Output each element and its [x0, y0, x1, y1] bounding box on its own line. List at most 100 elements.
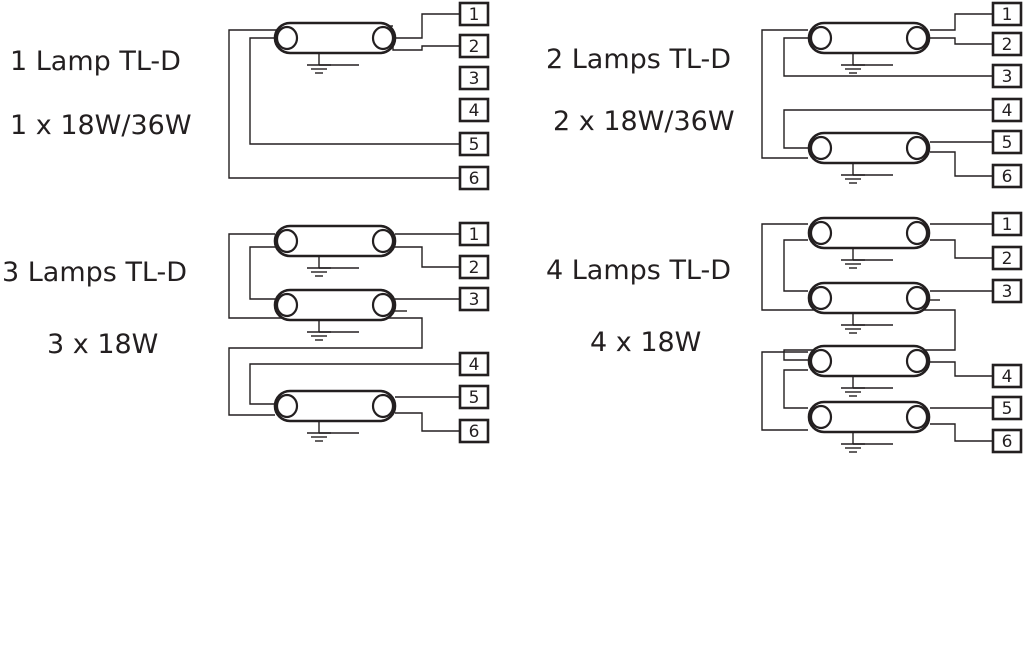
lamp-tube [807, 216, 931, 250]
lamp-end-cap [905, 348, 929, 374]
terminal-number: 6 [1002, 432, 1013, 452]
terminal-number: 6 [469, 422, 480, 442]
two-lamps-title: 2 Lamps TL-D [546, 44, 732, 75]
terminal-3 [458, 286, 490, 312]
lamp-end-cap [809, 285, 833, 311]
wire [930, 151, 993, 177]
lamp-end-cap [275, 228, 299, 254]
lamp-end-cap [905, 135, 929, 161]
lamp-end-cap [275, 393, 299, 419]
wire [930, 37, 993, 45]
lamp-end-cap [905, 25, 929, 51]
terminal-number: 4 [1002, 101, 1013, 121]
lamp-tube [807, 344, 931, 378]
terminal-4 [991, 97, 1023, 123]
lamp-end-cap [275, 292, 299, 318]
wire [761, 223, 956, 361]
terminal-2 [458, 254, 490, 280]
terminal-1 [991, 1, 1023, 27]
lamp-tube [807, 400, 931, 434]
terminal-number: 2 [469, 37, 480, 57]
lamp-end-cap [371, 228, 395, 254]
two-lamps-rating: 2 x 18W/36W [553, 106, 735, 137]
lamp-end-cap [809, 220, 833, 246]
terminal-number: 3 [1002, 282, 1013, 302]
terminal-number: 3 [469, 290, 480, 310]
wire [395, 246, 460, 268]
lamp-end-cap [809, 25, 833, 51]
terminal-6 [458, 418, 490, 444]
terminal-number: 5 [1002, 133, 1013, 153]
lamp-tube [273, 21, 397, 55]
wire [783, 369, 808, 409]
terminal-2 [991, 31, 1023, 57]
terminal-number: 2 [469, 258, 480, 278]
three-lamps-title: 3 Lamps TL-D [2, 257, 188, 288]
wire [249, 363, 460, 405]
terminal-5 [458, 131, 490, 157]
lamp-end-cap [809, 348, 833, 374]
terminal-5 [991, 395, 1023, 421]
terminal-number: 1 [1002, 215, 1013, 235]
lamp-end-cap [809, 135, 833, 161]
terminal-3 [991, 278, 1023, 304]
terminal-3 [458, 65, 490, 91]
terminal-4 [458, 351, 490, 377]
terminal-number: 5 [469, 135, 480, 155]
terminal-number: 5 [1002, 399, 1013, 419]
wire [761, 351, 808, 431]
terminal-2 [991, 245, 1023, 271]
four-lamps-rating: 4 x 18W [590, 327, 702, 358]
wire [228, 29, 460, 179]
terminal-5 [458, 384, 490, 410]
terminal-number: 3 [1002, 67, 1013, 87]
terminal-number: 4 [1002, 367, 1013, 387]
three-lamps-rating: 3 x 18W [47, 329, 159, 360]
lamp-end-cap [275, 25, 299, 51]
lamp-end-cap [371, 393, 395, 419]
lamp-end-cap [905, 220, 929, 246]
terminal-1 [991, 211, 1023, 237]
one-lamp-title: 1 Lamp TL-D [10, 46, 181, 77]
lamp-tube [807, 21, 931, 55]
wire [783, 239, 808, 292]
terminal-number: 4 [469, 355, 480, 375]
lamp-tube [273, 389, 397, 423]
wire [783, 109, 993, 149]
wire [392, 38, 460, 51]
wire [930, 361, 993, 377]
wire [228, 233, 423, 416]
wire [395, 412, 460, 432]
terminal-number: 5 [469, 388, 480, 408]
lamp-tube [273, 224, 397, 258]
lamp-end-cap [905, 285, 929, 311]
terminal-2 [458, 33, 490, 59]
wire [249, 246, 275, 300]
terminal-number: 3 [469, 69, 480, 89]
terminal-6 [991, 428, 1023, 454]
terminal-5 [991, 129, 1023, 155]
wire [930, 423, 993, 442]
wire [930, 13, 993, 31]
wire [761, 29, 808, 159]
lamp-tube [807, 131, 931, 165]
terminal-1 [458, 221, 490, 247]
terminal-number: 2 [1002, 35, 1013, 55]
wire [930, 239, 993, 259]
terminal-6 [991, 163, 1023, 189]
wire [393, 13, 460, 39]
lamp-end-cap [905, 404, 929, 430]
terminal-number: 1 [469, 5, 480, 25]
terminal-number: 1 [1002, 5, 1013, 25]
diagram-four-lamps: 1 2 3 4 5 6 [761, 211, 1023, 454]
lamp-tube [807, 281, 931, 315]
terminal-number: 2 [1002, 249, 1013, 269]
lamp-end-cap [371, 25, 395, 51]
lamp-tube [273, 288, 397, 322]
terminal-1 [458, 1, 490, 27]
